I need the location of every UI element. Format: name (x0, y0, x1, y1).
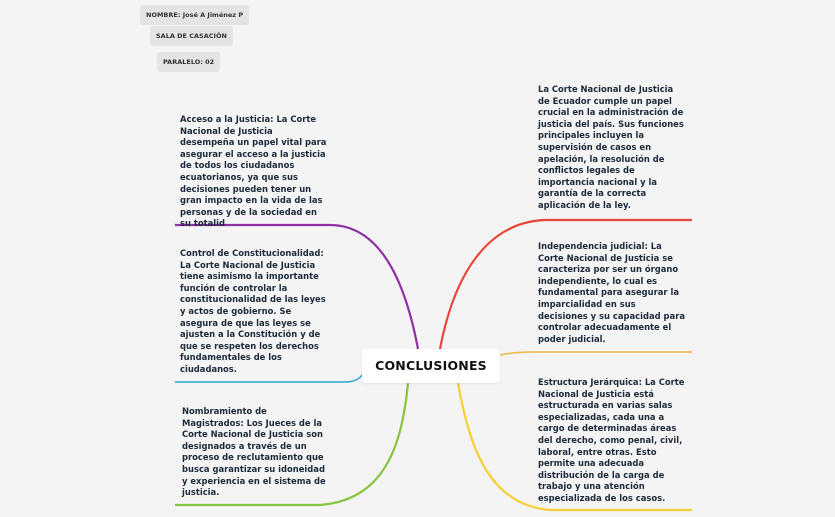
central-topic[interactable]: CONCLUSIONES (362, 349, 500, 383)
node-control-constitucionalidad[interactable]: Control de Constitucionalidad: La Corte … (180, 248, 326, 374)
branch-control (175, 374, 363, 383)
course-label: SALA DE CASACIÓN (150, 26, 233, 46)
author-name-label: NOMBRE: José A Jiménez P (140, 5, 250, 25)
branch-corte (438, 218, 692, 350)
branch-estructura (456, 382, 692, 512)
node-corte-nacional[interactable]: La Corte Nacional de Justicia de Ecuador… (538, 84, 684, 210)
branch-independencia (499, 351, 692, 356)
node-independencia-judicial[interactable]: Independencia judicial: La Corte Naciona… (538, 241, 685, 344)
node-acceso-justicia[interactable]: Acceso a la Justicia: La Corte Nacional … (180, 114, 327, 229)
section-label: PARALELO: 02 (157, 52, 221, 72)
node-estructura-jerarquica[interactable]: Estructura Jerárquica: La Corte Nacional… (538, 377, 685, 503)
branch-nombramiento (175, 382, 410, 507)
branch-acceso (175, 223, 420, 350)
node-nombramiento-magistrados[interactable]: Nombramiento de Magistrados: Los Jueces … (182, 406, 326, 498)
